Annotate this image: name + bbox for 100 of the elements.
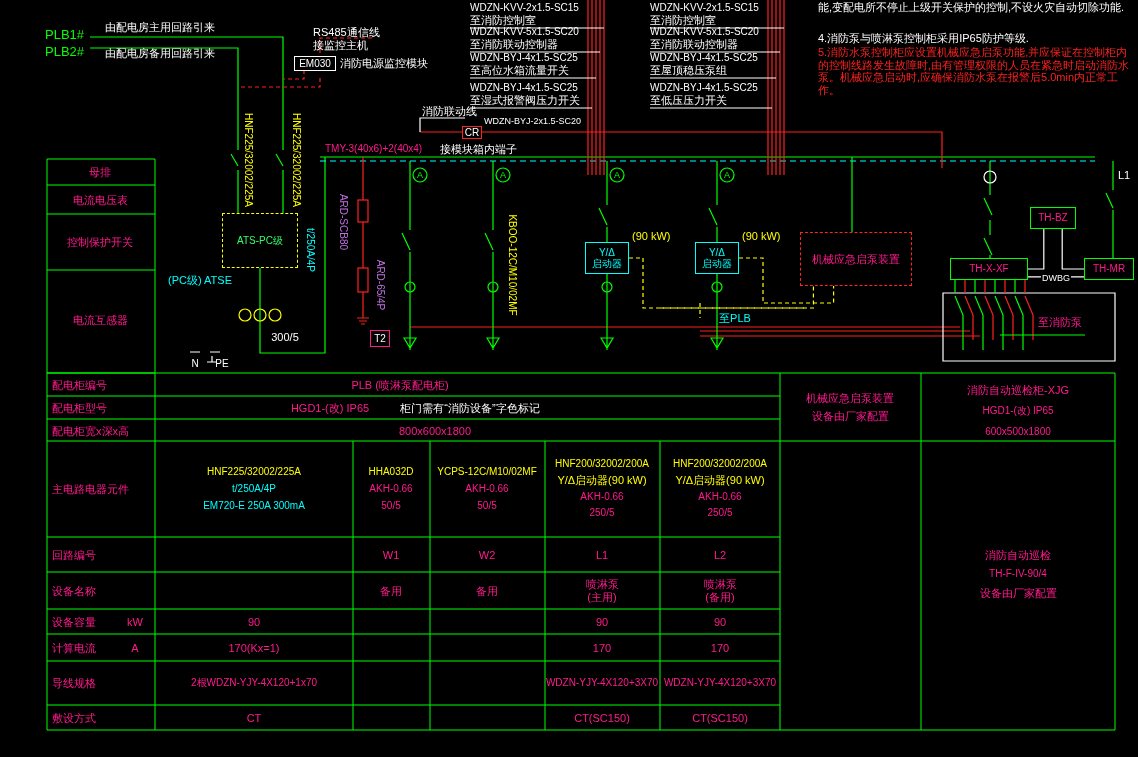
wire-label: 接监控主机 bbox=[313, 38, 368, 52]
unit-label: A bbox=[131, 641, 139, 655]
table-text: L1 bbox=[595, 548, 609, 562]
table-text: 600x500x1800 bbox=[985, 426, 1051, 438]
edge-label: DWBG bbox=[1041, 272, 1071, 284]
cable-label: 至湿式报警阀压力开关 bbox=[470, 93, 580, 106]
row-header: 配电柜宽x深x高 bbox=[52, 424, 129, 438]
switch-label: KBOO-12C/M10/02MF bbox=[506, 214, 518, 316]
table-text: HNF200/32002/200A bbox=[555, 458, 649, 470]
rating-label: (90 kW) bbox=[742, 229, 781, 243]
cable-label: 至消防控制室 bbox=[470, 13, 536, 27]
table-text: 消防自动巡检柜-XJG bbox=[966, 383, 1070, 397]
row-header: 导线规格 bbox=[52, 676, 96, 690]
table-text: YCPS-12C/M10/02MF bbox=[437, 466, 537, 478]
table-text: 90 bbox=[247, 615, 261, 629]
table-text: Y/Δ启动器(90 kW) bbox=[557, 473, 647, 487]
table-text: 备用 bbox=[380, 584, 402, 598]
cable-label: 至消防联动控制器 bbox=[650, 37, 738, 51]
row-header: 配电柜型号 bbox=[52, 401, 107, 415]
table-text: 250/5 bbox=[589, 507, 615, 519]
circuit-label: L1 bbox=[1117, 168, 1131, 182]
table-text: 2根WDZN-YJY-4X120+1x70 bbox=[190, 677, 318, 689]
row-header: 回路编号 bbox=[52, 548, 96, 562]
control-wire bbox=[1061, 228, 1085, 270]
cable-label: 至消防联动控制器 bbox=[470, 37, 558, 51]
starter-box: Y/Δ 启动器 bbox=[585, 242, 629, 274]
table-text: PLB (喷淋泵配电柜) bbox=[351, 378, 449, 392]
table-text: W1 bbox=[382, 548, 400, 562]
switch-label: t/250A/4P bbox=[304, 228, 316, 272]
table-text: 喷淋泵 (备用) bbox=[702, 578, 738, 604]
note-text: 4.消防泵与喷淋泵控制柜采用IP65防护等级. bbox=[818, 31, 1029, 45]
cable-label: 至消防控制室 bbox=[650, 13, 716, 27]
starter-box: Y/Δ 启动器 bbox=[695, 242, 739, 274]
unit-label: kW bbox=[127, 615, 143, 629]
table-text: 50/5 bbox=[381, 500, 401, 512]
table-text: 柜门需有“消防设备”字色标记 bbox=[400, 401, 540, 415]
cable-label: WDZN-BYJ-4x1.5-SC25 bbox=[650, 52, 758, 64]
table-text: 设备由厂家配置 bbox=[811, 409, 889, 423]
wire-label: 至消防泵 bbox=[1038, 315, 1082, 329]
row-header: 电流互感器 bbox=[72, 313, 128, 327]
relay-box: CR bbox=[462, 126, 482, 139]
rating-label: (90 kW) bbox=[632, 229, 671, 243]
emergency-start-box: 机械应急启泵装置 bbox=[800, 232, 912, 286]
busbar-label: TMY-3(40x6)+2(40x4) bbox=[325, 143, 423, 155]
row-header: 主电路电器元件 bbox=[52, 482, 129, 496]
row-header: 电流电压表 bbox=[72, 193, 128, 207]
table-text: 90 bbox=[595, 615, 609, 629]
cable-label: 至低压压力开关 bbox=[650, 93, 727, 107]
table-text: 喷淋泵 (主用) bbox=[584, 578, 620, 604]
module-box: EM030 bbox=[294, 56, 336, 71]
table-text: Y/Δ启动器(90 kW) bbox=[675, 473, 765, 487]
cable-label: WDZN-BYJ-2x1.5-SC20 bbox=[484, 115, 582, 127]
cable-label: WDZN-BYJ-4x1.5-SC25 bbox=[470, 82, 578, 94]
meter-label: A bbox=[614, 169, 620, 181]
meter-label: A bbox=[417, 169, 423, 181]
table-text: 170 bbox=[710, 641, 730, 655]
transfer-switch-box: ATS-PC级 bbox=[222, 213, 298, 268]
device-box: TH-BZ bbox=[1030, 207, 1076, 229]
meter-label: A bbox=[724, 169, 730, 181]
control-wire bbox=[738, 257, 835, 304]
table-text: 设备由厂家配置 bbox=[979, 586, 1057, 600]
cable-label: 至高位水箱流量开关 bbox=[470, 63, 569, 77]
row-header: 设备容量 bbox=[52, 615, 96, 629]
table-text: 90 bbox=[713, 615, 727, 629]
device-box: TH-X-XF bbox=[950, 258, 1028, 280]
note-text: 能,变配电所不停止上级开关保护的控制,不设火灾自动切除功能. bbox=[818, 1, 1126, 14]
breaker-label: HNF225/32002/225A bbox=[290, 113, 302, 207]
terminal-label: N bbox=[191, 358, 199, 370]
row-header: 设备名称 bbox=[52, 584, 96, 598]
table-text: CT bbox=[246, 711, 262, 725]
row-header: 配电柜编号 bbox=[52, 378, 107, 392]
cable-label: WDZN-KVV-5x1.5-SC20 bbox=[470, 26, 579, 38]
wire-label: 消防联动线 bbox=[422, 104, 477, 118]
row-header: 控制保护开关 bbox=[67, 235, 133, 249]
terminal-box: T2 bbox=[370, 330, 390, 347]
table-text: WDZN-YJY-4X120+3X70 bbox=[663, 677, 777, 689]
terminal-label: PE bbox=[215, 358, 229, 370]
ratio-label: 300/5 bbox=[271, 330, 299, 344]
table-text: AKH-0.66 bbox=[369, 483, 413, 495]
table-text: 机械应急启泵装置 bbox=[806, 391, 894, 405]
switch-label: (PC级) ATSE bbox=[168, 273, 232, 287]
table-text: t/250A/4P bbox=[232, 483, 276, 495]
table-text: 50/5 bbox=[477, 500, 497, 512]
cable-label: WDZN-KVV-2x1.5-SC15 bbox=[650, 2, 759, 14]
table-text: AKH-0.66 bbox=[698, 491, 742, 503]
wire-label: 由配电房备用回路引来 bbox=[105, 46, 215, 60]
table-text: CT(SC150) bbox=[692, 711, 748, 725]
breaker-label: HNF225/32002/225A bbox=[242, 113, 254, 207]
table-text: HNF200/32002/200A bbox=[673, 458, 767, 470]
wire-label: RS485通信线 bbox=[313, 25, 380, 39]
control-wire bbox=[1027, 228, 1045, 270]
device-box: TH-MR bbox=[1084, 258, 1134, 280]
device-label: ARD-SCB80 bbox=[337, 193, 349, 251]
table-text: CT(SC150) bbox=[574, 711, 630, 725]
table-text: HGD1-(改) IP65 bbox=[290, 401, 370, 415]
table-text: HHA032D bbox=[368, 466, 414, 478]
module-label: 消防电源监控模块 bbox=[340, 56, 428, 70]
table-text: AKH-0.66 bbox=[580, 491, 624, 503]
wire-label: 接模块箱内端子 bbox=[440, 142, 517, 156]
cable-label: 至屋顶稳压泵组 bbox=[650, 63, 727, 77]
